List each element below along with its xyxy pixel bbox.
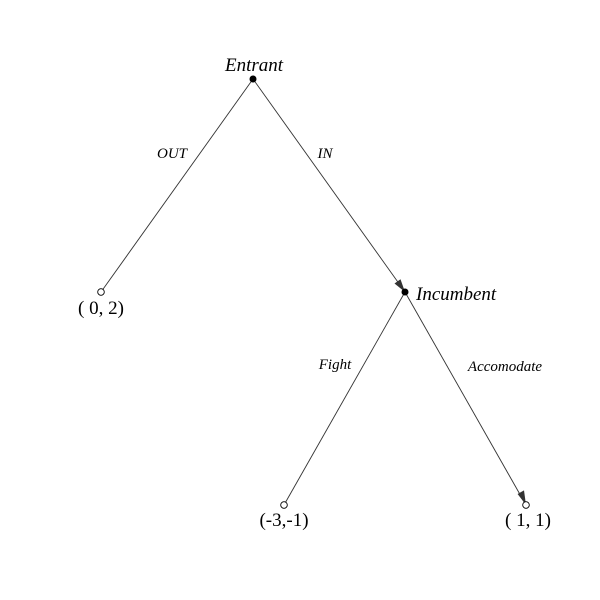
edge-accommodate <box>404 291 527 506</box>
edge-in <box>252 78 406 293</box>
entrant-label: Entrant <box>224 55 284 76</box>
terminal-node-accommodate <box>522 501 530 509</box>
incumbent-node <box>401 288 409 296</box>
payoff-fight: (-3,-1) <box>259 510 308 531</box>
edge-out <box>100 78 254 293</box>
payoff-accommodate: ( 1, 1) <box>505 510 551 531</box>
arrowhead-in <box>394 279 405 292</box>
terminal-node-fight <box>280 501 288 509</box>
action-label-fight: Fight <box>318 357 352 373</box>
entrant-node <box>249 75 257 83</box>
action-label-accommodate: Accomodate <box>467 359 542 375</box>
edge-fight <box>283 291 406 506</box>
incumbent-label: Incumbent <box>415 284 497 305</box>
arrowhead-accommodate <box>517 490 526 505</box>
payoff-out: ( 0, 2) <box>78 298 124 319</box>
action-label-out: OUT <box>157 146 189 162</box>
terminal-node-out <box>97 288 105 296</box>
action-label-in: IN <box>317 146 334 162</box>
